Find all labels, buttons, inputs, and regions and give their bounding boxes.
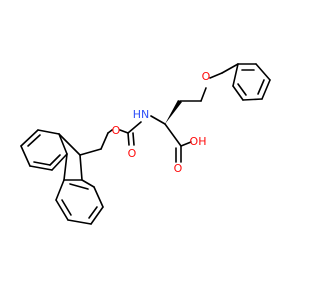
ether-oxygen-label: O: [202, 70, 211, 83]
stereo-wedge: [165, 100, 182, 124]
phenyl-ring: [221, 63, 271, 101]
acid-carbonyl-oxygen-label: O: [174, 162, 183, 175]
fluorene-bottom-ring: [55, 179, 104, 225]
molecule-svg: O HN O O OH O: [20, 63, 271, 225]
hydroxyl-label: OH: [190, 135, 207, 148]
amine-label: HN: [133, 108, 150, 121]
carbamate-oxygen-label: O: [112, 124, 121, 137]
fmoc-linker: [79, 121, 142, 156]
amino-acid-backbone: [150, 72, 223, 163]
carbonyl-oxygen-label: O: [128, 147, 137, 160]
fluorene-left-ring: [20, 129, 68, 171]
fluorene-five-ring: [58, 133, 83, 181]
molecule-diagram: O HN O O OH O: [20, 63, 271, 225]
